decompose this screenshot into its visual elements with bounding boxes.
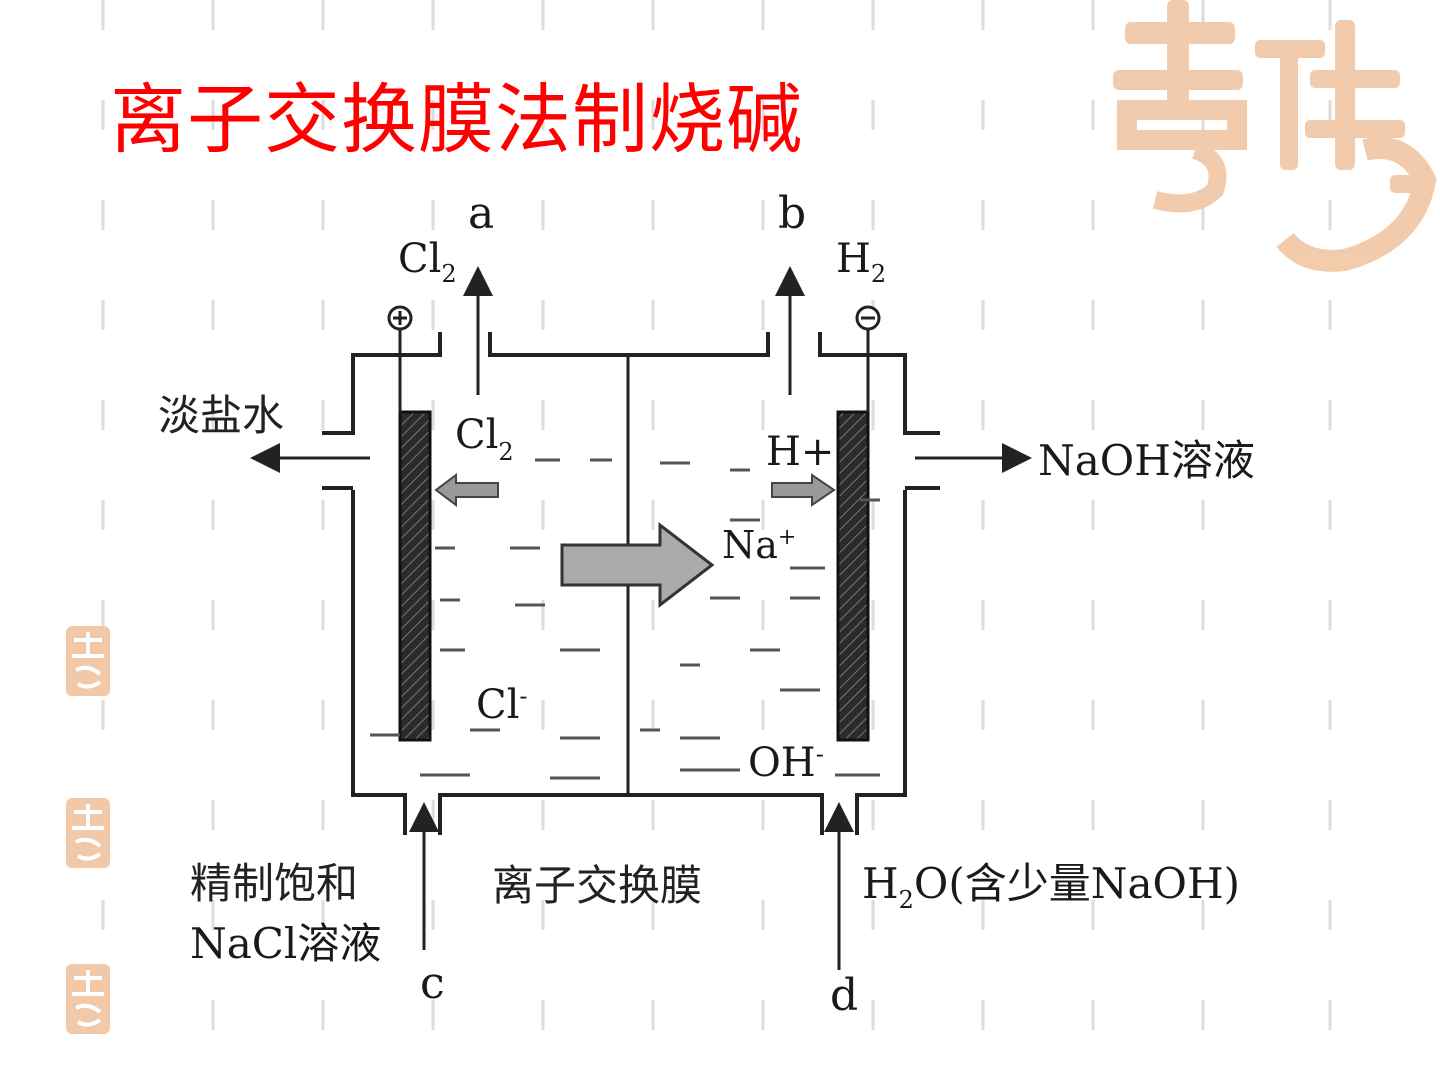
solution-dashes — [370, 458, 880, 780]
seal-icon — [66, 626, 110, 696]
dilute-brine-label: 淡盐水 — [158, 391, 284, 440]
h-migration-arrow — [771, 473, 836, 507]
slide-title: 离子交换膜法制烧碱 — [110, 75, 803, 164]
brine-inlet-label-line1: 精制饱和 — [190, 859, 358, 908]
cathode-electrode — [836, 410, 870, 742]
cl-minus-label: Cl- — [476, 682, 528, 728]
anode-electrode — [398, 410, 432, 742]
h2-gas-label: H2 — [836, 236, 886, 288]
water-inlet-label: H2O(含少量NaOH) — [862, 859, 1240, 914]
naoh-solution-label: NaOH溶液 — [1038, 436, 1255, 485]
seal-icon — [66, 798, 110, 868]
cl-migration-arrow — [434, 473, 499, 507]
h-plus-label: H+ — [766, 429, 834, 475]
tank-outline — [322, 332, 940, 835]
seal-icon — [66, 964, 110, 1034]
na-migration-arrow — [560, 521, 715, 609]
membrane-label: 离子交换膜 — [492, 861, 702, 910]
cl2-gas-label: Cl2 — [398, 236, 457, 288]
label-d: d — [830, 970, 858, 1021]
na-plus-label: Na+ — [722, 523, 796, 567]
brine-inlet-label-line2: NaCl溶液 — [190, 919, 381, 968]
oh-minus-label: OH- — [748, 740, 824, 786]
label-b: b — [778, 188, 806, 239]
watermark-logo — [1113, 0, 1437, 272]
label-c: c — [420, 958, 445, 1009]
cl2-inside-label: Cl2 — [455, 412, 514, 466]
label-a: a — [468, 188, 494, 239]
